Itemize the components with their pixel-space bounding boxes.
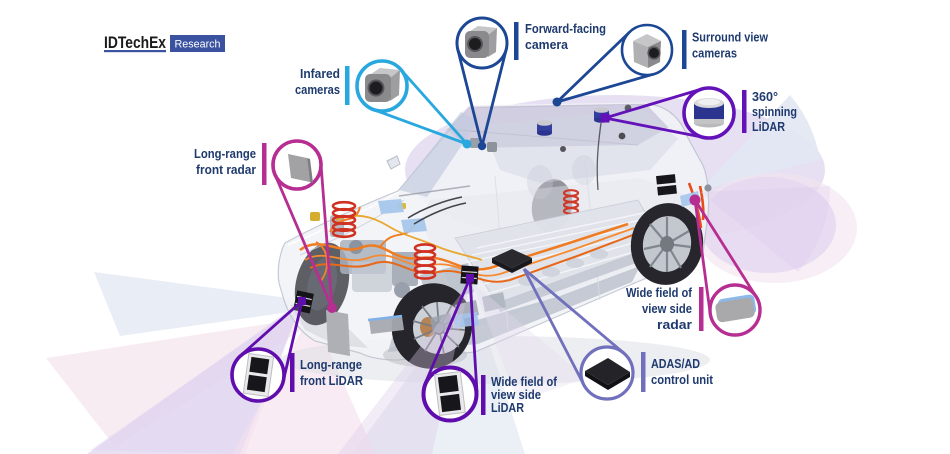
svg-text:view side: view side (642, 301, 692, 316)
svg-text:IDTechEx: IDTechEx (104, 33, 166, 52)
svg-text:camera: camera (525, 37, 569, 52)
svg-text:cameras: cameras (692, 46, 737, 61)
svg-text:radar: radar (657, 317, 692, 332)
svg-text:Research: Research (175, 39, 221, 51)
svg-text:front LiDAR: front LiDAR (300, 373, 364, 388)
svg-text:Forward-facing: Forward-facing (525, 21, 606, 36)
svg-text:Wide field of: Wide field of (491, 374, 558, 389)
svg-text:Wide field of: Wide field of (626, 285, 693, 300)
svg-text:spinning: spinning (752, 104, 797, 119)
svg-text:Long-range: Long-range (194, 146, 256, 161)
svg-text:LiDAR: LiDAR (752, 119, 786, 134)
svg-text:Surround view: Surround view (692, 30, 769, 45)
svg-text:view side: view side (491, 387, 541, 402)
svg-text:Long-range: Long-range (300, 357, 362, 372)
svg-text:ADAS/AD: ADAS/AD (651, 356, 700, 371)
svg-text:control unit: control unit (651, 372, 714, 387)
svg-text:360°: 360° (752, 89, 778, 104)
svg-text:LiDAR: LiDAR (491, 400, 525, 415)
svg-text:cameras: cameras (295, 82, 340, 97)
svg-text:Infared: Infared (300, 66, 340, 81)
svg-text:front radar: front radar (196, 162, 256, 177)
